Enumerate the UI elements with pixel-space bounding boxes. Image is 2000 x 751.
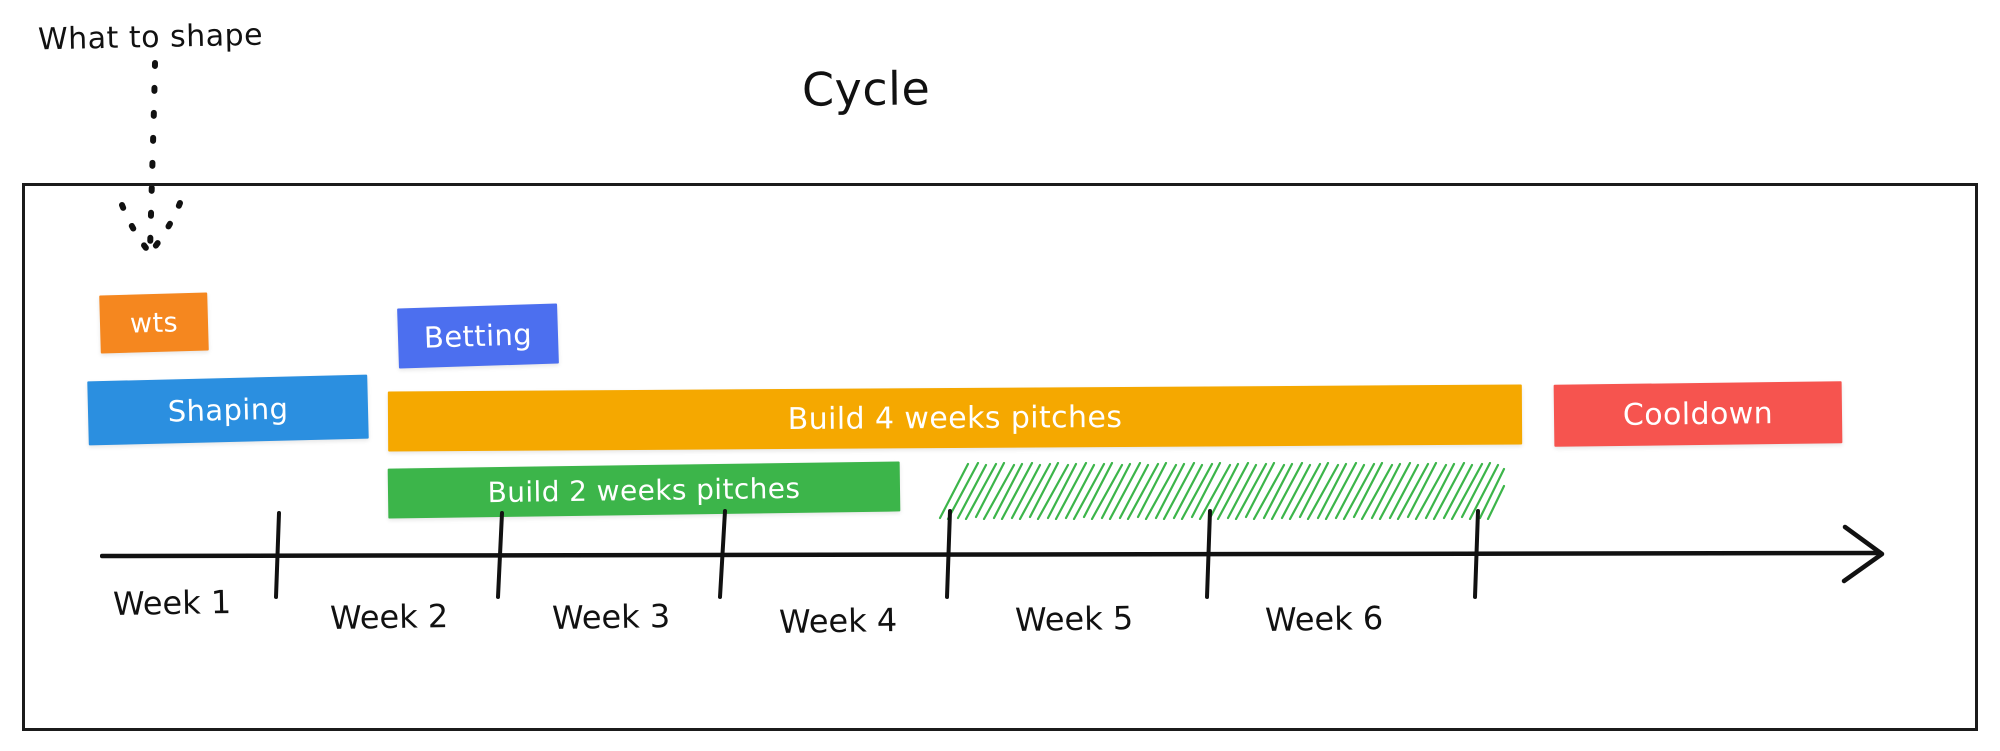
week-label-1: Week 1 (112, 582, 232, 624)
diagram-frame-border (22, 183, 1978, 731)
timeline-axis (100, 509, 1885, 599)
dashed-pointer-arrow-icon (119, 60, 183, 256)
week-label-3: Week 3 (551, 596, 671, 638)
bar-wts[interactable]: wts (99, 292, 209, 354)
what-to-shape-annotation-label: What to shape (37, 17, 264, 58)
bar-wts-label: wts (129, 306, 179, 340)
bar-cooldown[interactable]: Cooldown (1553, 381, 1843, 447)
bar-betting-label: Betting (423, 317, 533, 355)
bar-build-4-weeks-pitches[interactable]: Build 4 weeks pitches (387, 384, 1523, 452)
timeline-arrowhead-icon (1841, 524, 1885, 584)
axis-tick-week-3-4 (718, 509, 727, 599)
week-label-5: Week 5 (1014, 598, 1134, 640)
bar-build-2-weeks-pitches-label: Build 2 weeks pitches (487, 471, 801, 509)
axis-tick-week-1-2 (274, 511, 281, 599)
bar-shaping-label: Shaping (167, 391, 289, 429)
bar-shaping[interactable]: Shaping (87, 374, 369, 446)
page-title: Cycle (801, 61, 931, 117)
bar-cooldown-label: Cooldown (1622, 395, 1774, 433)
axis-tick-week-6-end (1473, 509, 1480, 599)
week-label-4: Week 4 (778, 600, 898, 642)
axis-tick-week-2-3 (496, 511, 504, 599)
bar-build-4-weeks-pitches-label: Build 4 weeks pitches (787, 399, 1123, 437)
week-label-2: Week 2 (329, 596, 449, 638)
axis-tick-week-4-5 (945, 509, 952, 599)
hatched-remaining-capacity-region (938, 462, 1506, 520)
week-label-6: Week 6 (1264, 598, 1384, 640)
axis-tick-week-5-6 (1205, 509, 1212, 599)
bar-betting[interactable]: Betting (397, 303, 559, 369)
timeline-axis-line (100, 550, 1883, 559)
